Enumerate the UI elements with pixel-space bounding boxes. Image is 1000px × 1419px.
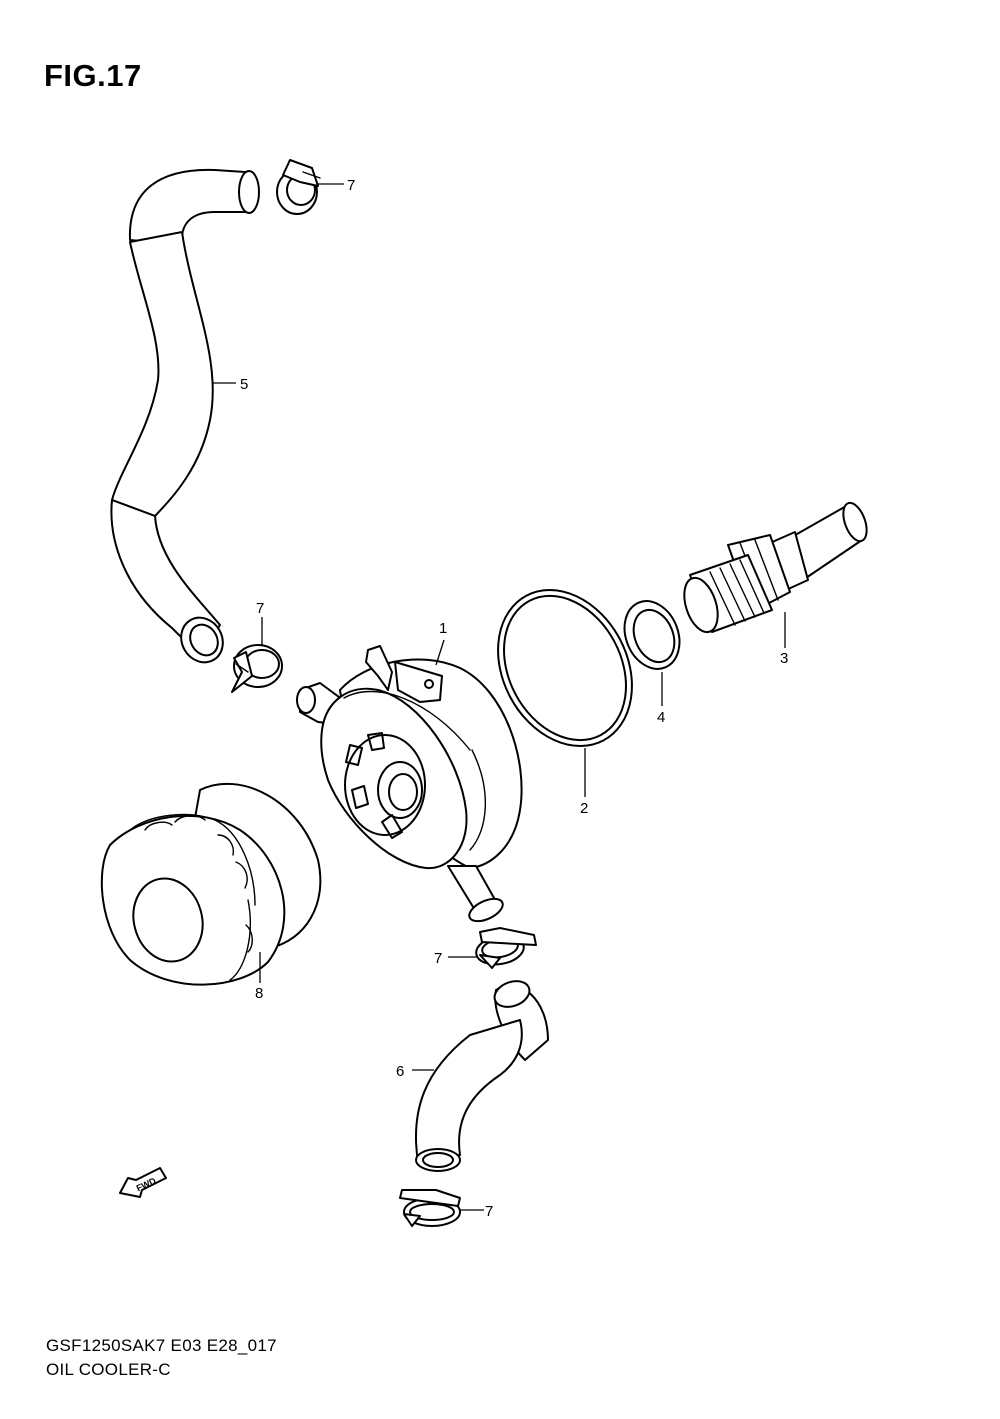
gasket[interactable] <box>615 593 689 677</box>
callout-7-mid-left: 7 <box>256 600 264 617</box>
callout-6: 6 <box>396 1063 404 1080</box>
callout-2: 2 <box>580 800 588 817</box>
footer-drawing-code: GSF1250SAK7 E03 E28_017 <box>46 1336 277 1355</box>
callout-7-mid-lower: 7 <box>434 950 442 967</box>
callout-7-bottom: 7 <box>485 1203 493 1220</box>
figure-title: FIG.17 <box>44 58 142 93</box>
callout-1: 1 <box>439 620 447 637</box>
callout-8: 8 <box>255 985 263 1002</box>
clamp-bottom[interactable] <box>399 1189 461 1227</box>
lower-hose[interactable] <box>414 977 549 1172</box>
union-bolt[interactable] <box>678 500 871 636</box>
oil-filter[interactable] <box>100 782 322 986</box>
callout-labels: 1 2 3 4 5 6 7 7 7 7 8 <box>240 177 788 1220</box>
fwd-arrow-icon: FWD <box>119 1167 167 1198</box>
callout-3: 3 <box>780 650 788 667</box>
footer-assembly-name: OIL COOLER-C <box>46 1360 171 1379</box>
leader-lines <box>213 183 786 1211</box>
o-ring[interactable] <box>472 566 658 769</box>
upper-hose[interactable] <box>110 168 260 670</box>
callout-5: 5 <box>240 376 248 393</box>
callout-7-top: 7 <box>347 177 355 194</box>
oil-cooler[interactable] <box>296 645 523 926</box>
callout-4: 4 <box>657 709 665 726</box>
clamp-mid-left[interactable] <box>231 644 283 693</box>
clamp-top[interactable] <box>276 159 321 215</box>
clamp-mid-lower[interactable] <box>474 927 537 969</box>
